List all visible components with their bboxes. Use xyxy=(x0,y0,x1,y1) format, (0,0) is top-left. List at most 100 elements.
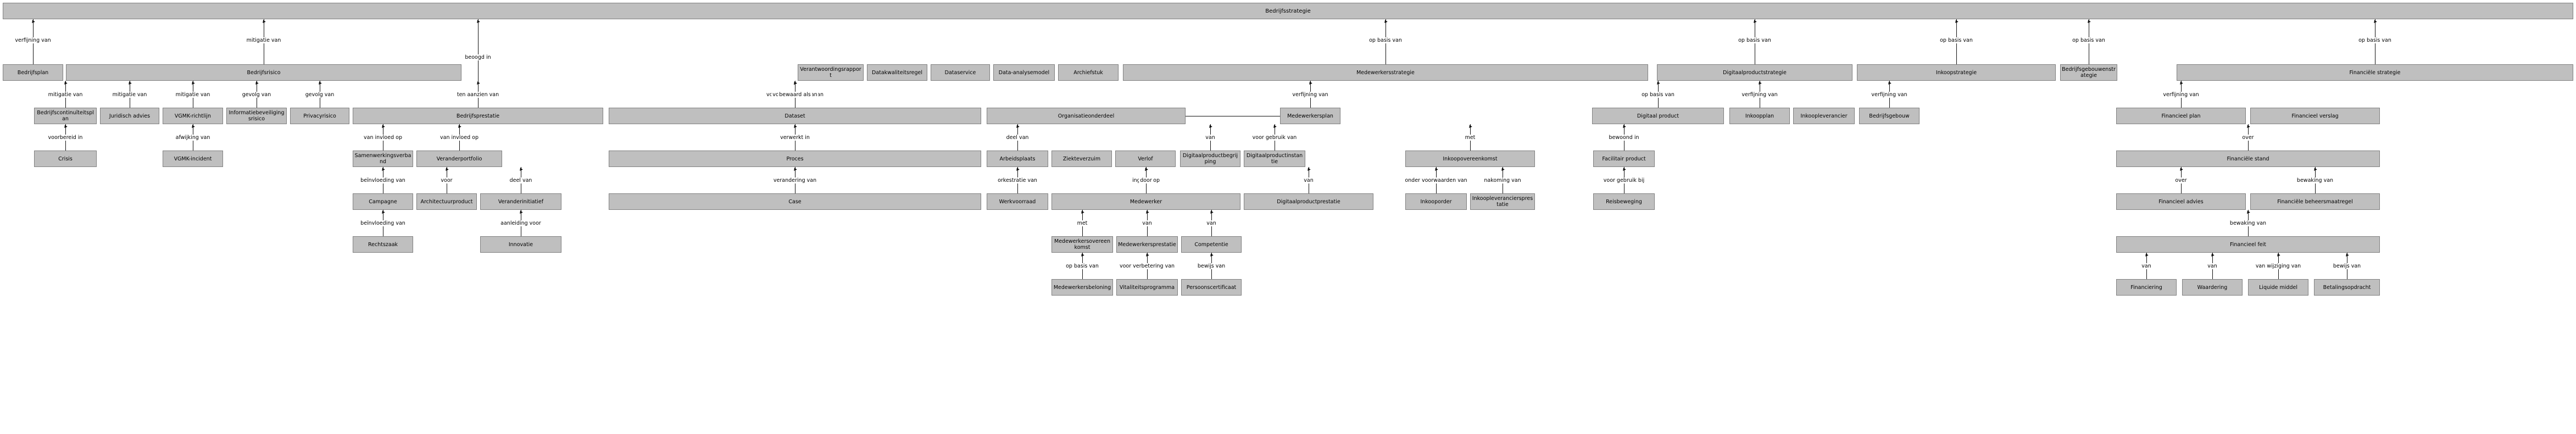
node-werkvoorraad[interactable]: Werkvoorraad xyxy=(987,193,1048,210)
node-inkoopstrategie[interactable]: Inkoopstrategie xyxy=(1857,64,2056,81)
node-veranderinitiatief[interactable]: Veranderinitiatief xyxy=(480,193,561,210)
node-inkoopovereenkomst[interactable]: Inkoopovereenkomst xyxy=(1405,151,1535,167)
edge-label: van invloed op xyxy=(363,135,403,141)
edge-arrowhead-icon xyxy=(2087,19,2091,23)
node-datakwaliteitsregel[interactable]: Datakwaliteitsregel xyxy=(867,64,927,81)
node-inkoopleverancier[interactable]: Inkoopleverancier xyxy=(1793,108,1855,124)
node-crisis[interactable]: Crisis xyxy=(34,151,97,167)
node-bedrijfsprestatie[interactable]: Bedrijfsprestatie xyxy=(353,108,603,124)
node-vgmk-incident[interactable]: VGMK-incident xyxy=(163,151,223,167)
node-vgmk-richtlijn[interactable]: VGMK-richtlijn xyxy=(163,108,223,124)
node-proces[interactable]: Proces xyxy=(609,151,981,167)
node-digitaalproductstrategie[interactable]: Digitaalproductstrategie xyxy=(1657,64,1852,81)
node-waardering[interactable]: Waardering xyxy=(2182,279,2243,296)
edge-arrowhead-icon xyxy=(381,124,385,128)
edge-arrowhead-icon xyxy=(1308,81,1312,85)
node-medewerkersstrategie[interactable]: Medewerkersstrategie xyxy=(1123,64,1648,81)
node-medewerkersbeloning[interactable]: Medewerkersbeloning xyxy=(1051,279,1113,296)
node-financi-le-beheersmaatregel[interactable]: Financiële beheersmaatregel xyxy=(2250,193,2380,210)
edge-label: bewoond in xyxy=(1607,135,1640,141)
node-digitaal-product[interactable]: Digitaal product xyxy=(1592,108,1724,124)
edge-arrowhead-icon xyxy=(1080,253,1084,257)
node-dataset[interactable]: Dataset xyxy=(609,108,981,124)
node-medewerker[interactable]: Medewerker xyxy=(1051,193,1240,210)
node-verantwoordingsrapport[interactable]: Verantwoordingsrapport xyxy=(798,64,864,81)
node-inkoopleveranciersprestatie[interactable]: Inkoopleveranciersprestatie xyxy=(1470,193,1535,210)
node-bedrijfsgebouwenstrategie[interactable]: Bedrijfsgebouwenstrategie xyxy=(2060,64,2117,81)
edge-label: gevolg van xyxy=(304,91,336,98)
edge-arrowhead-icon xyxy=(1145,253,1149,257)
node-liquide-middel[interactable]: Liquide middel xyxy=(2248,279,2308,296)
edge-arrowhead-icon xyxy=(1954,19,1959,23)
node-bedrijfsgebouw[interactable]: Bedrijfsgebouw xyxy=(1859,108,1920,124)
node-dataservice[interactable]: Dataservice xyxy=(931,64,990,81)
edge-arrowhead-icon xyxy=(1383,19,1388,23)
node-inkooporder[interactable]: Inkooporder xyxy=(1405,193,1467,210)
node-ziekteverzuim[interactable]: Ziekteverzuim xyxy=(1051,151,1112,167)
edge-label: van xyxy=(2206,263,2218,270)
node-financiering[interactable]: Financiering xyxy=(2116,279,2177,296)
node-inkoopplan[interactable]: Inkoopplan xyxy=(1729,108,1790,124)
node-medewerkersplan[interactable]: Medewerkersplan xyxy=(1280,108,1340,124)
edge-arrowhead-icon xyxy=(1752,19,1757,23)
edge-label: van xyxy=(2140,263,2152,270)
node-organisatieonderdeel[interactable]: Organisatieonderdeel xyxy=(987,108,1186,124)
edge-label: verandering van xyxy=(772,177,818,184)
edge-label: voor xyxy=(439,177,454,184)
node-financieel-feit[interactable]: Financieel feit xyxy=(2116,236,2380,253)
edge-arrowhead-icon xyxy=(1209,210,1214,214)
node-bedrijfsrisico[interactable]: Bedrijfsrisico xyxy=(66,64,461,81)
edge-arrowhead-icon xyxy=(1656,81,1660,85)
node-archiefstuk[interactable]: Archiefstuk xyxy=(1058,64,1119,81)
edge-arrowhead-icon xyxy=(2179,167,2183,171)
node-data-analysemodel[interactable]: Data-analysemodel xyxy=(993,64,1055,81)
node-digitaalproductprestatie[interactable]: Digitaalproductprestatie xyxy=(1244,193,1373,210)
node-financi-le-stand[interactable]: Financiële stand xyxy=(2116,151,2380,167)
node-reisbeweging[interactable]: Reisbeweging xyxy=(1593,193,1655,210)
node-bedrijfscontinu-teitsplan[interactable]: Bedrijfscontinuïteitsplan xyxy=(34,108,97,124)
node-rechtszaak[interactable]: Rechtszaak xyxy=(353,236,413,253)
edge-arrowhead-icon xyxy=(2246,210,2250,214)
edge-label: afwijking van xyxy=(174,135,212,141)
node-veranderportfolio[interactable]: Veranderportfolio xyxy=(416,151,502,167)
node-medewerkersprestatie[interactable]: Medewerkersprestatie xyxy=(1116,236,1178,253)
node-verlof[interactable]: Verlof xyxy=(1115,151,1176,167)
node-digitaalproductbegrijping[interactable]: Digitaalproductbegrijping xyxy=(1180,151,1240,167)
edge-label: op basis van xyxy=(1640,91,1676,98)
node-campagne[interactable]: Campagne xyxy=(353,193,413,210)
node-arbeidsplaats[interactable]: Arbeidsplaats xyxy=(987,151,1048,167)
edge-arrowhead-icon xyxy=(2276,253,2280,257)
node-financieel-plan[interactable]: Financieel plan xyxy=(2116,108,2246,124)
node-financi-le-strategie[interactable]: Financiële strategie xyxy=(2177,64,2573,81)
node-bedrijfsstrategie[interactable]: Bedrijfsstrategie xyxy=(3,3,2573,19)
node-case[interactable]: Case xyxy=(609,193,981,210)
node-vitaliteitsprogramma[interactable]: Vitaliteitsprogramma xyxy=(1116,279,1178,296)
node-competentie[interactable]: Competentie xyxy=(1181,236,1242,253)
node-facilitair-product[interactable]: Facilitair product xyxy=(1593,151,1655,167)
edge-arrowhead-icon xyxy=(519,167,523,171)
edge-arrowhead-icon xyxy=(31,19,35,23)
node-bedrijfsplan[interactable]: Bedrijfsplan xyxy=(3,64,63,81)
edge-arrowhead-icon xyxy=(381,210,385,214)
node-medewerkersovereenkomst[interactable]: Medewerkersovereenkomst xyxy=(1051,236,1113,253)
node-architectuurproduct[interactable]: Architectuurproduct xyxy=(416,193,477,210)
node-samenwerkingsverband[interactable]: Samenwerkingsverband xyxy=(353,151,413,167)
edge-label: op basis van xyxy=(1939,37,1974,43)
edge-arrowhead-icon xyxy=(1144,167,1148,171)
node-privacyrisico[interactable]: Privacyrisico xyxy=(290,108,349,124)
node-financieel-verslag[interactable]: Financieel verslag xyxy=(2250,108,2380,124)
node-juridisch-advies[interactable]: Juridisch advies xyxy=(100,108,159,124)
node-innovatie[interactable]: Innovatie xyxy=(480,236,561,253)
edge-arrowhead-icon xyxy=(1757,81,1762,85)
edge-label: op basis van xyxy=(1065,263,1100,270)
edge-label: verfijning van xyxy=(1740,91,1779,98)
edge-arrowhead-icon xyxy=(1887,81,1891,85)
edge-label: bewaard als xyxy=(778,91,812,98)
node-financieel-advies[interactable]: Financieel advies xyxy=(2116,193,2246,210)
edge-label: van xyxy=(1205,220,1217,227)
node-informatiebeveiligingsrisico[interactable]: Informatiebeveiligingsrisico xyxy=(226,108,287,124)
node-betalingsopdracht[interactable]: Betalingsopdracht xyxy=(2314,279,2380,296)
edge-label: van xyxy=(1303,177,1315,184)
node-digitaalproductinstantie[interactable]: Digitaalproductinstantie xyxy=(1244,151,1305,167)
node-persoonscertificaat[interactable]: Persoonscertificaat xyxy=(1181,279,1242,296)
